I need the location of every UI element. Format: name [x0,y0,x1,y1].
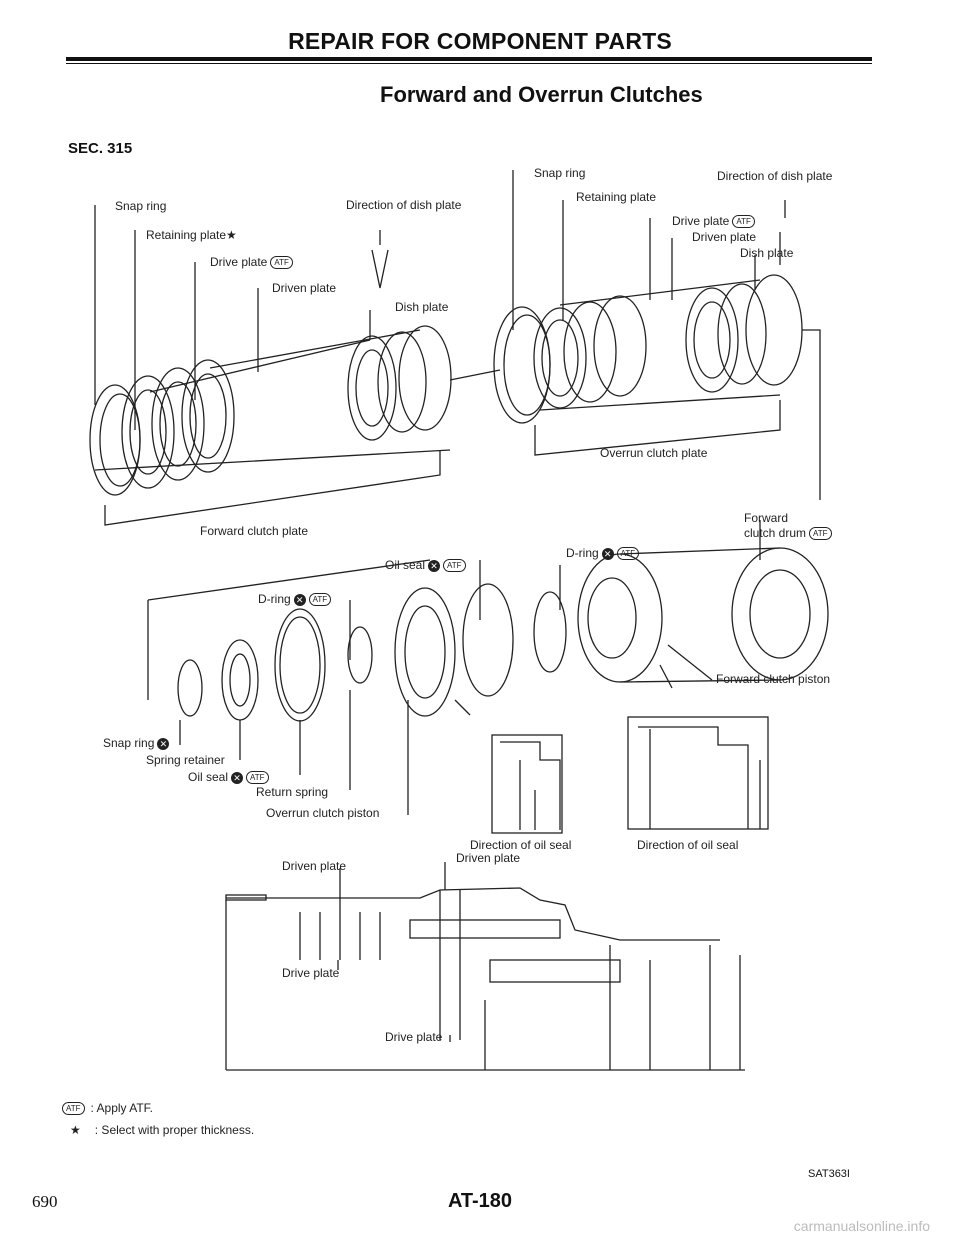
label-snap-ring-right: Snap ring [534,166,586,180]
label-dish-plate-left: Dish plate [395,300,449,314]
replace-icon: ✕ [601,547,614,560]
label-dish-plate-right: Dish plate [740,246,794,260]
label-driven-plate-sec2: Driven plate [456,851,521,865]
label-return-spring: Return spring [256,785,329,799]
label-d-ring-right: D-ring✕ATF [566,546,640,561]
atf-icon: ATF [732,215,755,229]
section-code: SEC. 315 [68,140,133,157]
label-drive-plate-sec1: Drive plate [282,966,340,980]
atf-icon: ATF [308,593,332,607]
label-oil-seal-top: Oil seal✕ATF [385,558,466,573]
watermark: carmanualsonline.info [793,1218,930,1234]
label-direction-oil-seal-1: Direction of oil seal [470,838,572,852]
label-oil-seal-lower: Oil seal✕ATF [188,770,269,785]
label-driven-plate-right: Driven plate [692,230,757,244]
label-retaining-plate-left: Retaining plate★ [146,228,237,242]
page-label: AT-180 [447,1190,513,1212]
figure-code: SAT363I [808,1168,850,1180]
label-direction-dish-right: Direction of dish plate [717,169,833,183]
atf-icon: ATF [443,559,466,573]
atf-icon: ATF [62,1102,85,1116]
atf-icon: ATF [809,527,832,541]
label-forward-clutch-drum-1: Forward [744,511,789,525]
header-rule-thin [66,63,872,64]
label-direction-oil-seal-2: Direction of oil seal [637,838,739,852]
page-header: REPAIR FOR COMPONENT PARTS [288,28,672,54]
label-retaining-plate-right: Retaining plate [576,190,657,204]
page-number: 690 [32,1192,58,1211]
page-subtitle: Forward and Overrun Clutches [380,82,703,107]
label-snap-ring-left: Snap ring [115,199,167,213]
legend-star: ★: Select with proper thickness. [70,1123,255,1137]
replace-icon: ✕ [157,737,170,750]
atf-icon: ATF [270,256,293,270]
label-overrun-clutch-plate: Overrun clutch plate [600,446,708,460]
label-overrun-clutch-piston: Overrun clutch piston [266,806,380,820]
label-forward-clutch-piston: Forward clutch piston [716,672,831,686]
replace-icon: ✕ [293,593,306,606]
replace-icon: ✕ [428,559,441,572]
label-spring-retainer: Spring retainer [146,753,225,767]
label-snap-ring-lower: Snap ring✕ [103,736,170,750]
label-driven-plate-left: Driven plate [272,281,337,295]
replace-icon: ✕ [231,771,244,784]
label-drive-plate-sec2: Drive plate [385,1030,443,1044]
legend-atf: ATF: Apply ATF. [62,1101,153,1116]
label-direction-dish-left: Direction of dish plate [346,198,462,212]
label-driven-plate-sec1: Driven plate [282,859,347,873]
star-icon: ★ [70,1123,81,1137]
atf-icon: ATF [246,771,269,785]
header-rule [66,57,872,61]
atf-icon: ATF [616,547,640,561]
label-d-ring-left: D-ring✕ATF [258,592,332,607]
label-forward-clutch-plate: Forward clutch plate [200,524,309,538]
